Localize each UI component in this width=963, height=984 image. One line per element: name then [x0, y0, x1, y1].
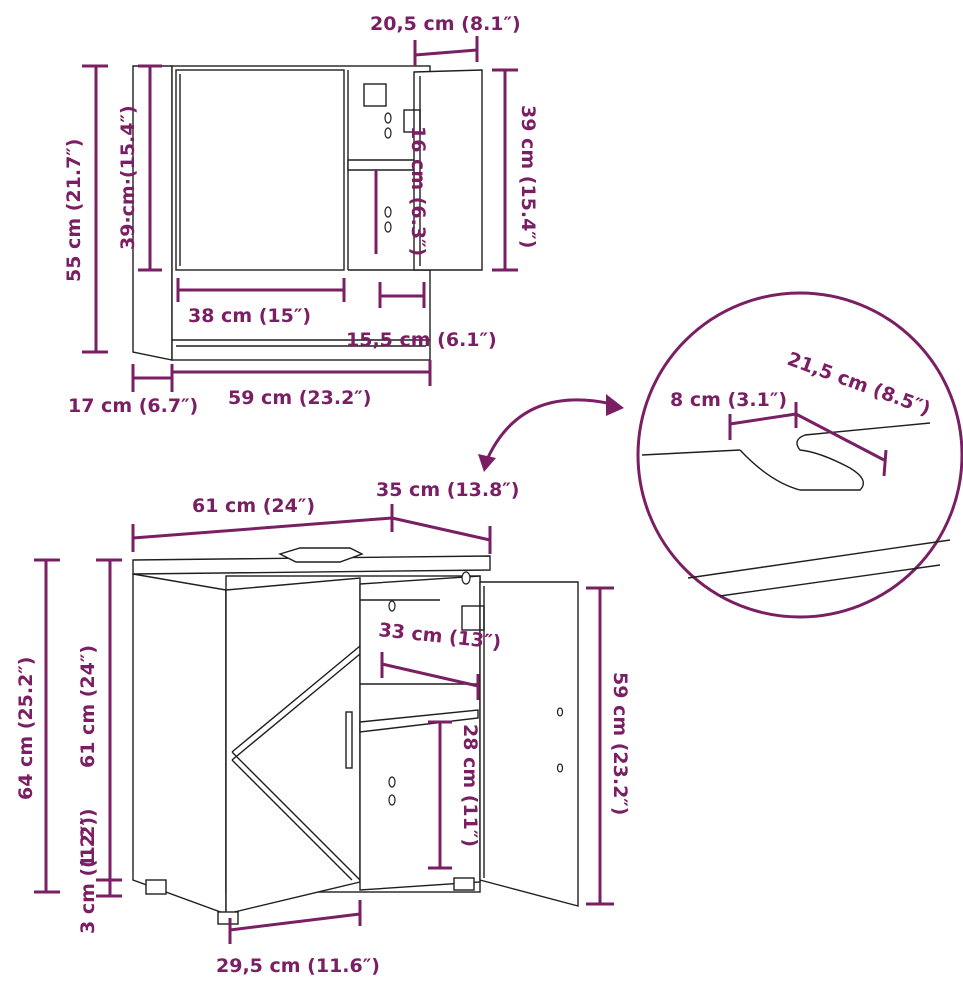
- label-bottom-leg-offset: (1.2″): [77, 808, 99, 868]
- label-top-width: 59 cm (23.2″): [228, 387, 371, 409]
- detail-magnifier-circle: [636, 291, 963, 619]
- top-dimension-lines: [82, 36, 518, 392]
- cutout-detail: 8 cm (3.1″) 21,5 cm (8.5″): [636, 291, 963, 619]
- detail-pointer-arrow: [478, 394, 624, 472]
- label-top-door-height: 39 cm (15.4″): [517, 105, 539, 248]
- bottom-dimension-labels: 61 cm (24″) 35 cm (13.8″) 64 cm (25.2″) …: [15, 479, 631, 977]
- label-top-shelf-depth: 15,5 cm (6.1″): [346, 329, 497, 351]
- label-bottom-total-height: 64 cm (25.2″): [15, 657, 37, 800]
- label-top-mirror-height: 39·cm·(15.4″): [117, 105, 139, 250]
- mirror-cabinet-drawing: [132, 65, 483, 361]
- label-bottom-inner-height: 28 cm (11″): [459, 724, 481, 847]
- label-bottom-depth: 35 cm (13.8″): [376, 479, 519, 501]
- top-dimension-labels: 20,5 cm (8.1″) 55 cm (21.7″) 39·cm·(15.4…: [63, 13, 539, 417]
- label-bottom-feet-height: 3 cm (1.2″): [77, 817, 99, 934]
- label-top-depth: 17 cm (6.7″): [68, 395, 198, 417]
- label-top-mirror-width: 38 cm (15″): [188, 305, 311, 327]
- label-bottom-door-width: 29,5 cm (11.6″): [216, 955, 380, 977]
- bottom-dimension-lines: [34, 504, 614, 944]
- sink-cabinet-drawing: [132, 547, 579, 925]
- label-bottom-width: 61 cm (24″): [192, 495, 315, 517]
- label-cutout-width: 8 cm (3.1″): [670, 389, 787, 411]
- label-top-shelf-gap: 16 cm (6.3″): [407, 126, 429, 256]
- label-bottom-door-height: 59 cm (23.2″): [609, 672, 631, 815]
- label-bottom-body-height: 61 cm (24″): [77, 645, 99, 768]
- label-top-total-height: 55 cm (21.7″): [63, 139, 85, 282]
- label-top-door-inner-width: 20,5 cm (8.1″): [370, 13, 521, 35]
